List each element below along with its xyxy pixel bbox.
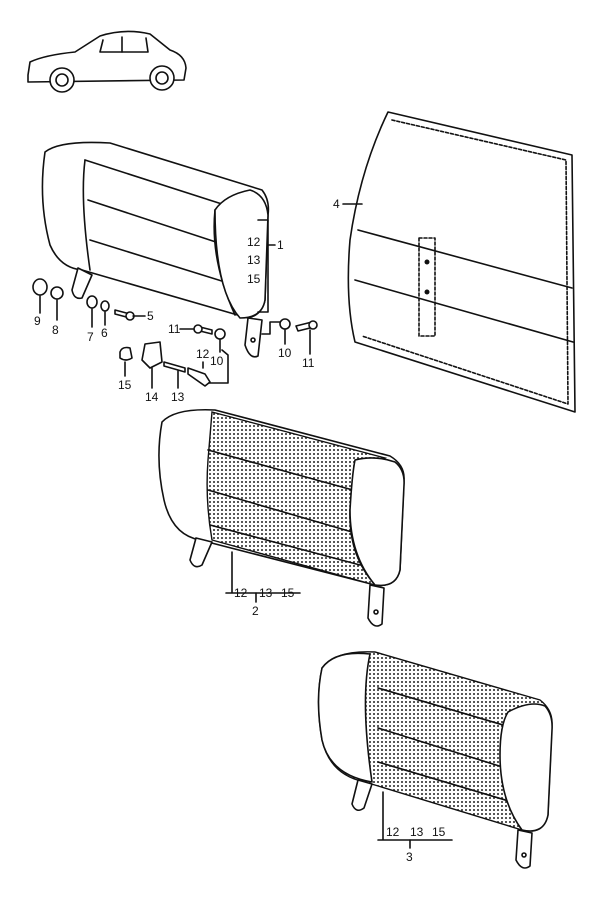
- callout-8: 8: [52, 323, 59, 337]
- part-8-bushing: [50, 286, 64, 300]
- callout-13: 13: [247, 253, 261, 267]
- callout-12: 12: [234, 586, 248, 600]
- part-6-washer: [100, 300, 110, 312]
- car-thumbnail: [27, 30, 187, 93]
- callout-11: 11: [302, 356, 315, 370]
- callout-3: 3: [406, 850, 413, 864]
- part-13-spring: [163, 361, 186, 373]
- part-15-pin: [119, 346, 133, 361]
- callout-11: 11: [168, 322, 181, 336]
- callout-13: 13: [171, 390, 185, 404]
- callout-15: 15: [247, 272, 261, 286]
- callout-15: 15: [281, 586, 295, 600]
- callout-12: 12: [196, 347, 210, 361]
- part-10-washer: [214, 328, 226, 340]
- backrest-2: 12 13 15 2: [158, 408, 405, 627]
- callout-5: 5: [147, 309, 154, 323]
- callout-2: 2: [252, 604, 259, 618]
- callout-14: 14: [145, 390, 159, 404]
- callout-1: 1: [277, 238, 284, 252]
- callout-13: 13: [259, 586, 273, 600]
- callout-9: 9: [34, 314, 41, 328]
- callout-13: 13: [410, 825, 424, 839]
- callout-6: 6: [101, 326, 108, 340]
- part-14-block: [141, 341, 163, 369]
- hardware-parts: 9 8 7 6 5 11 10 12 15 14 13 10 11: [32, 278, 318, 404]
- callout-10: 10: [278, 346, 292, 360]
- part-10-washer-b: [279, 318, 291, 330]
- callout-7: 7: [87, 330, 94, 344]
- callout-10: 10: [210, 354, 224, 368]
- part-12-bolt: [187, 367, 211, 387]
- callout-4: 4: [333, 197, 340, 211]
- backrest-1: [41, 141, 270, 358]
- backrest-panel-4: 4: [333, 111, 576, 413]
- callout-12: 12: [247, 235, 261, 249]
- backrest-1-callouts: 1 12 13 15: [247, 219, 284, 313]
- part-7-washer: [86, 295, 98, 309]
- backrest-3: 12 13 15 3: [317, 651, 553, 869]
- callout-15: 15: [118, 378, 132, 392]
- part-9-nut: [32, 278, 48, 296]
- callout-12: 12: [386, 825, 400, 839]
- callout-15: 15: [432, 825, 446, 839]
